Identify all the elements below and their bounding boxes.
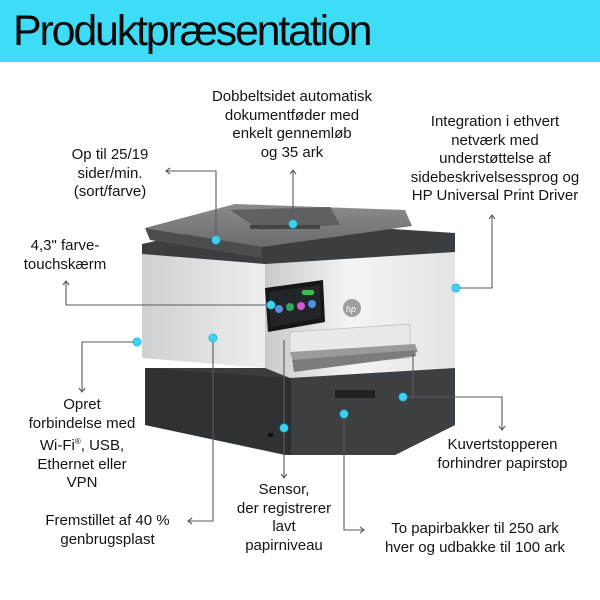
callout-touchscreen: 4,3" farve- touchskærm [10, 237, 120, 274]
callout-dot-speed [211, 235, 221, 245]
callout-line: Opret [63, 396, 101, 413]
callout-line: Integration i ethvert [430, 113, 560, 130]
header-banner: Produktpræsentation [0, 0, 600, 62]
callout-line: (sort/farve) [73, 183, 147, 200]
callout-sensor: Sensor, der registrerer lavt papirniveau [224, 481, 344, 555]
callout-network: Integration i ethvert netværk med unders… [390, 113, 600, 206]
callout-line: sidebeskrivelsessprog og [410, 168, 580, 186]
callout-line: forbindelse med [28, 414, 136, 432]
callout-dot-trays [339, 409, 349, 419]
callout-line: Op til 25/19 [71, 146, 149, 163]
callout-trays: To papirbakker til 250 ark hver og udbak… [370, 520, 580, 557]
callout-connectivity: Opret forbindelse med Wi-Fi®, USB, Ether… [12, 396, 152, 493]
callout-dot-envelope [398, 392, 408, 402]
page-title: Produktpræsentation [13, 7, 373, 55]
registered-mark: ® [74, 437, 81, 446]
hp-logo-icon: hp [346, 304, 356, 314]
callout-line: VPN [66, 474, 98, 491]
callout-dot-recycled [208, 333, 218, 343]
callout-line: Ethernet eller [37, 455, 127, 473]
callout-line: 4,3" farve- [30, 237, 100, 254]
callout-line: papirniveau [245, 536, 323, 554]
callout-dot-connectivity [132, 337, 142, 347]
callout-dot-adf [288, 219, 298, 229]
callout-line: forhindrer papirstop [437, 454, 568, 472]
callout-line: Sensor, [258, 481, 310, 498]
callout-recycled: Fremstillet af 40 % genbrugsplast [30, 512, 185, 549]
callout-envelope: Kuvertstopperen forhindrer papirstop [420, 436, 585, 473]
callout-adf: Dobbeltsidet automatisk dokumentføder me… [192, 88, 392, 162]
callout-text: , USB, [80, 437, 125, 454]
callout-speed: Op til 25/19 sider/min. (sort/farve) [55, 146, 165, 202]
callout-line: hver og udbakke til 100 ark [384, 538, 566, 556]
callout-dot-touchscreen [266, 300, 276, 310]
callout-dot-sensor [279, 423, 289, 433]
callout-line: genbrugsplast [60, 530, 155, 548]
callout-line: HP Universal Print Driver [411, 187, 579, 204]
callout-line: sider/min. [77, 164, 143, 182]
callout-text: Wi-Fi [39, 437, 75, 454]
callout-line: Kuvertstopperen [447, 436, 558, 453]
callout-line: enkelt gennemløb [232, 125, 352, 142]
callout-line: og 35 ark [260, 143, 324, 161]
callout-dot-network [451, 283, 461, 293]
callout-line: touchskærm [23, 255, 107, 273]
callout-line: understøttelse af [439, 150, 551, 167]
callout-line: Wi-Fi®, USB, [12, 433, 152, 456]
callout-line: netværk med [451, 131, 539, 149]
callout-line: To papirbakker til 250 ark [391, 520, 559, 537]
callout-line: Dobbeltsidet automatisk [211, 88, 373, 105]
callout-line: lavt [272, 518, 296, 535]
callout-line: Fremstillet af 40 % [45, 512, 170, 529]
callout-line: der registrerer [236, 499, 332, 517]
callout-line: dokumentføder med [224, 106, 360, 124]
